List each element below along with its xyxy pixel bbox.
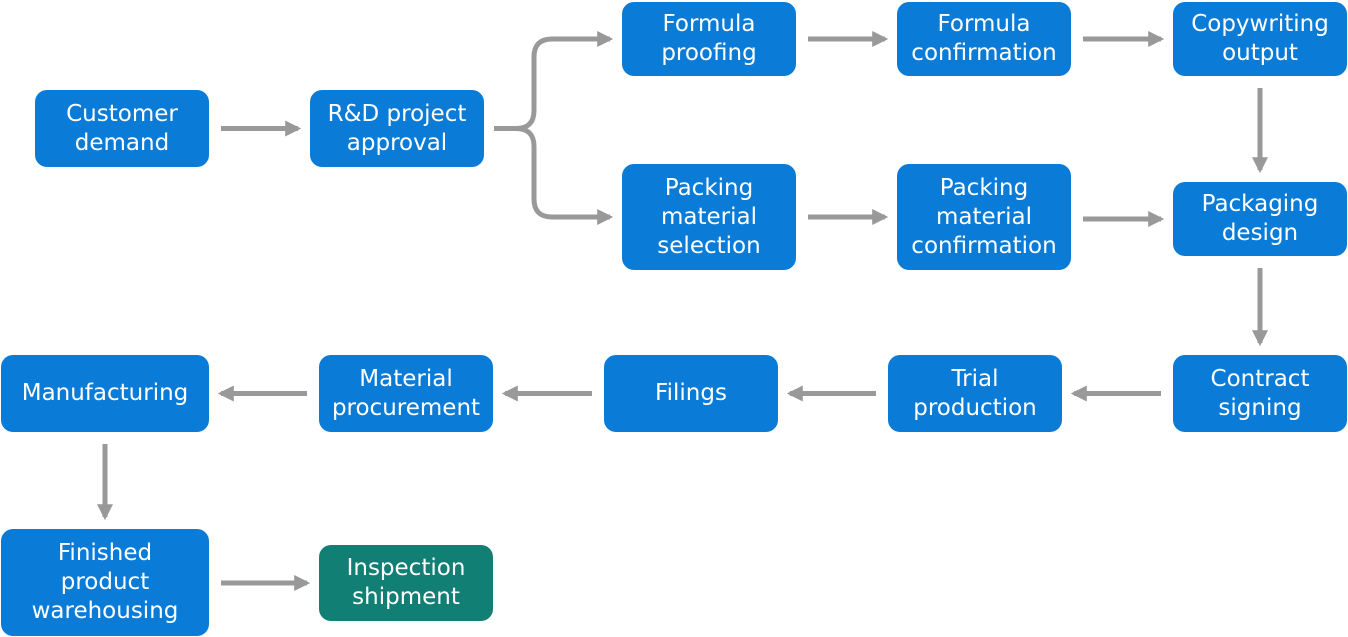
node-filings: Filings <box>604 355 778 432</box>
arrow-rd-project-approval-to-packing-material-selection <box>494 126 614 226</box>
node-copywriting-output: Copywriting output <box>1173 2 1347 76</box>
node-formula-proofing: Formula proofing <box>622 2 796 76</box>
arrow-rd-project-approval-to-formula-proofing <box>494 30 614 131</box>
node-packing-material-confirmation: Packing material confirmation <box>897 164 1071 270</box>
node-finished-product-warehousing: Finished product warehousing <box>1 529 209 636</box>
node-manufacturing: Manufacturing <box>1 355 209 432</box>
node-packaging-design: Packaging design <box>1173 182 1347 256</box>
node-trial-production: Trial production <box>888 355 1062 432</box>
node-rd-project-approval: R&D project approval <box>310 90 484 167</box>
edge-group <box>96 30 1269 592</box>
node-contract-signing: Contract signing <box>1173 355 1347 432</box>
node-customer-demand: Customer demand <box>35 90 209 167</box>
node-material-procurement: Material procurement <box>319 355 493 432</box>
node-packing-material-selection: Packing material selection <box>622 164 796 270</box>
node-inspection-shipment: Inspection shipment <box>319 545 493 621</box>
node-formula-confirmation: Formula confirmation <box>897 2 1071 76</box>
